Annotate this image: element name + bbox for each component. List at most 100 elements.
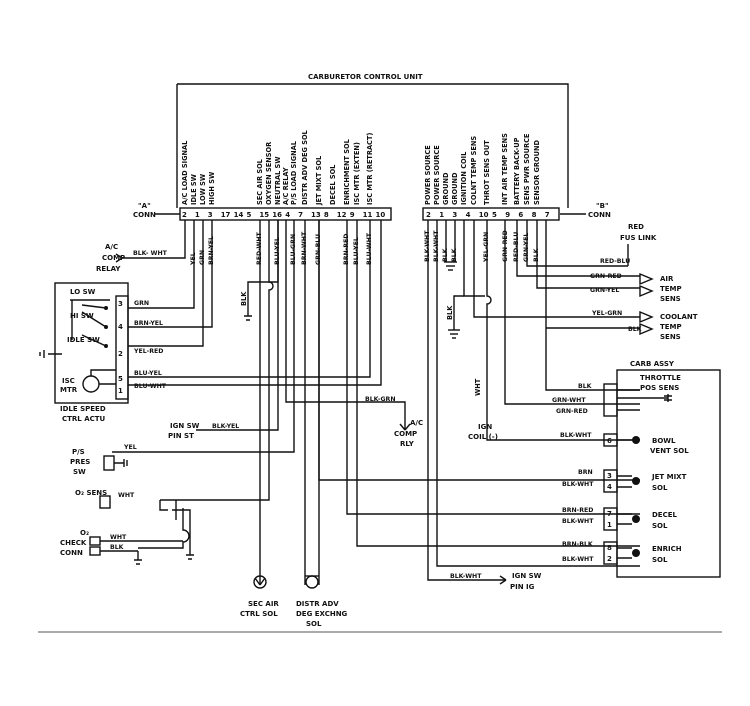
- ac-comp-relay: A/C COMP RELAY BLK- WHT: [96, 243, 168, 273]
- ps-pres-sw: P/S PRES SW YEL: [70, 444, 137, 476]
- svg-text:SENS: SENS: [660, 295, 681, 303]
- svg-text:MTR: MTR: [60, 386, 78, 394]
- wire-color-label: BLU-YEL: [353, 237, 360, 265]
- actuator-pin-number: 4: [118, 323, 123, 331]
- svg-text:RLY: RLY: [400, 440, 415, 448]
- wire-color-label: BLK-WHT: [433, 230, 440, 262]
- svg-text:BLK-GRN: BLK-GRN: [365, 396, 396, 403]
- neutral-ground-wire-label: BLK: [240, 291, 248, 306]
- coolant-temp-sensor: COOLANT TEMP SENS YEL-GRN BLK: [546, 310, 698, 341]
- ccu-signal-label: ISC MTR (RETRACT): [366, 133, 374, 205]
- svg-text:YEL: YEL: [123, 444, 137, 451]
- ccu-pin-number: 4: [285, 211, 290, 219]
- ccu-title: CARBURETOR CONTROL UNIT: [308, 73, 423, 81]
- svg-text:BLK-WHT: BLK-WHT: [562, 556, 594, 563]
- ccu-pin-number: 10: [376, 211, 386, 219]
- ccu-pin-number: 3: [452, 211, 457, 219]
- wire-color-label: YEL-GRN: [483, 232, 490, 263]
- ccu-pin-number: 17: [221, 211, 231, 219]
- ccu-pin-number: 16: [272, 211, 282, 219]
- ccu-pin-number: 10: [479, 211, 489, 219]
- oxygen-sensor: O₂ SENS WHT: [75, 489, 194, 560]
- svg-text:BRN-BLK: BRN-BLK: [562, 541, 593, 548]
- ccu-signal-label: POWER SOURCE: [424, 145, 432, 205]
- svg-text:SOL: SOL: [652, 556, 668, 564]
- connector-a-label: "A": [138, 202, 151, 210]
- ccu-pin-number: 11: [363, 211, 373, 219]
- svg-text:CTRL ACTU: CTRL ACTU: [62, 415, 106, 423]
- actuator-wire-label: BLU-YEL: [134, 370, 162, 377]
- svg-text:BOWL: BOWL: [652, 437, 676, 445]
- ccu-signal-label: DECEL SOL: [329, 164, 337, 205]
- svg-text:O₂ SENS: O₂ SENS: [75, 489, 107, 497]
- svg-text:RELAY: RELAY: [96, 265, 121, 273]
- actuator-pin-number: 5: [118, 375, 123, 383]
- svg-text:IDLE SPEED: IDLE SPEED: [60, 405, 106, 413]
- svg-text:CTRL SOL: CTRL SOL: [240, 610, 278, 618]
- ccu-signal-label: ENRICHMENT SOL: [343, 138, 351, 205]
- ccu-pin-number: 2: [182, 211, 187, 219]
- wire-color-label: BLU-WHT: [366, 232, 373, 265]
- svg-text:COMP: COMP: [394, 430, 417, 438]
- isc-motor-symbol: [82, 375, 100, 393]
- ccu-signal-label: SENSOR GROUND: [533, 140, 541, 205]
- svg-text:PIN IG: PIN IG: [510, 583, 535, 591]
- svg-text:GRN-RED: GRN-RED: [590, 273, 622, 280]
- hi-sw-label: HI SW: [70, 312, 94, 320]
- ccu-pin-number: 13: [311, 211, 321, 219]
- ccu-pin-number: 3: [208, 211, 213, 219]
- svg-text:TEMP: TEMP: [660, 285, 682, 293]
- ccu-signal-label: DISTR ADV DEG SOL: [301, 129, 309, 205]
- svg-text:SOL: SOL: [652, 522, 668, 530]
- wire-color-label: GRN: [199, 250, 206, 265]
- ccu-signal-label: SEC AIR SOL: [256, 158, 264, 205]
- actuator-wire-label: GRN: [134, 300, 149, 307]
- actuator-pin-number: 2: [118, 350, 123, 358]
- ccu-pin-number: 12: [337, 211, 347, 219]
- ccu-signal-label: ISC MTR (EXTEN): [353, 142, 361, 205]
- o2-check-connector: O₂ CHECK CONN WHT BLK: [60, 529, 183, 565]
- svg-text:O₂: O₂: [80, 529, 89, 537]
- ign-sw-pin-st: IGN SW PIN ST BLK-YEL: [168, 220, 279, 440]
- svg-text:RED: RED: [628, 223, 644, 231]
- ccu-pin-number: 9: [350, 211, 355, 219]
- svg-text:CARB ASSY: CARB ASSY: [630, 360, 675, 368]
- coil-ground-wire-label: BLK: [446, 305, 454, 320]
- wire-color-label: BLK: [451, 248, 458, 262]
- wire-color-label: RED-WHT: [256, 231, 263, 265]
- svg-text:BRN: BRN: [578, 469, 593, 476]
- svg-text:SOL: SOL: [652, 484, 668, 492]
- svg-text:BLK-WHT: BLK-WHT: [562, 518, 594, 525]
- actuator-wire-label: YEL-RED: [133, 348, 163, 355]
- ccu-signal-label: A/C LOAD SIGNAL: [181, 140, 189, 205]
- wire-color-label: GRN-YEL: [523, 233, 530, 262]
- wire-color-label: GRN-BLU: [315, 234, 322, 265]
- ccu-signal-label: A/C RELAY: [282, 167, 290, 205]
- ign-coil: IGN COIL (-) WHT: [468, 378, 498, 441]
- svg-text:SENS: SENS: [660, 333, 681, 341]
- svg-text:JET MIXT: JET MIXT: [651, 473, 687, 481]
- ccu-pin-number: 5: [492, 211, 497, 219]
- svg-text:TEMP: TEMP: [660, 323, 682, 331]
- ccu-signal-label: COLNT TEMP SENS: [470, 136, 478, 205]
- svg-text:POS SENS: POS SENS: [640, 384, 679, 392]
- ccu-pin-number: 6: [518, 211, 523, 219]
- red-fusible-link: RED FUS LINK RED-BLU: [600, 223, 657, 266]
- ac-relay-wire-label: BLK- WHT: [133, 250, 168, 257]
- idle-speed-ctrl-actuator: LO SW HI SW IDLE SW ISC MTR IDLE SPEED C…: [39, 282, 129, 423]
- wire-color-label: BRN-RED: [343, 234, 350, 265]
- ccu-signal-label: HIGH SW: [208, 171, 216, 205]
- svg-text:GRN-RED: GRN-RED: [556, 408, 588, 415]
- ccu-pin-number: 15: [259, 211, 269, 219]
- ccu-signal-label: IGNITION COIL: [460, 151, 468, 205]
- svg-text:IGN SW: IGN SW: [170, 422, 200, 430]
- sec-air-ctrl-sol: SEC AIR CTRL SOL: [240, 575, 279, 618]
- ccu-signal-label: POWER SOURCE: [433, 145, 441, 205]
- svg-text:AIR: AIR: [660, 275, 674, 283]
- svg-text:RED-BLU: RED-BLU: [600, 258, 630, 265]
- svg-text:FUS LINK: FUS LINK: [620, 234, 657, 242]
- actuator-wire-label: BRN-YEL: [134, 320, 163, 327]
